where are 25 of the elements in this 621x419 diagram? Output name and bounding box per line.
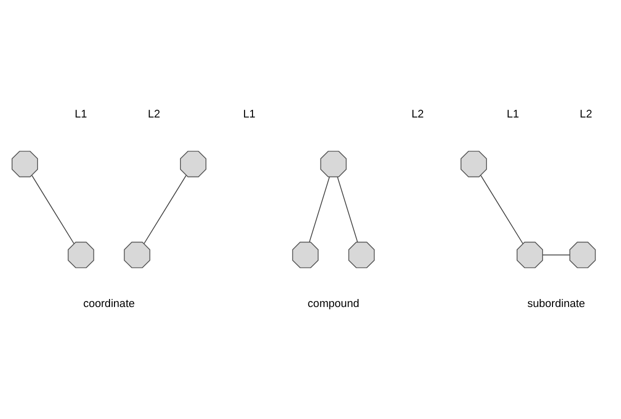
label: L2 bbox=[580, 108, 592, 121]
label: L1 bbox=[74, 108, 88, 121]
node-octagon bbox=[516, 242, 544, 268]
node-octagon bbox=[348, 242, 375, 268]
label: subordinate bbox=[527, 298, 586, 310]
label: L2 bbox=[148, 108, 160, 121]
node-octagon bbox=[292, 242, 319, 268]
label: coordinate bbox=[83, 298, 135, 310]
node-octagon bbox=[180, 150, 206, 178]
label: L1 bbox=[506, 108, 519, 121]
connector bbox=[32, 175, 74, 244]
connector bbox=[337, 176, 358, 242]
label: L1 bbox=[243, 108, 256, 121]
label: L2 bbox=[411, 108, 424, 121]
connector bbox=[144, 175, 186, 244]
node-octagon bbox=[460, 150, 487, 178]
node-octagon bbox=[320, 150, 347, 178]
node-octagon bbox=[12, 150, 38, 178]
node-octagon bbox=[124, 242, 150, 268]
node-octagon bbox=[569, 242, 596, 268]
connector bbox=[542, 254, 570, 256]
connector bbox=[480, 175, 524, 244]
connector bbox=[308, 176, 330, 242]
node-octagon bbox=[68, 242, 94, 268]
label: compound bbox=[308, 298, 360, 310]
